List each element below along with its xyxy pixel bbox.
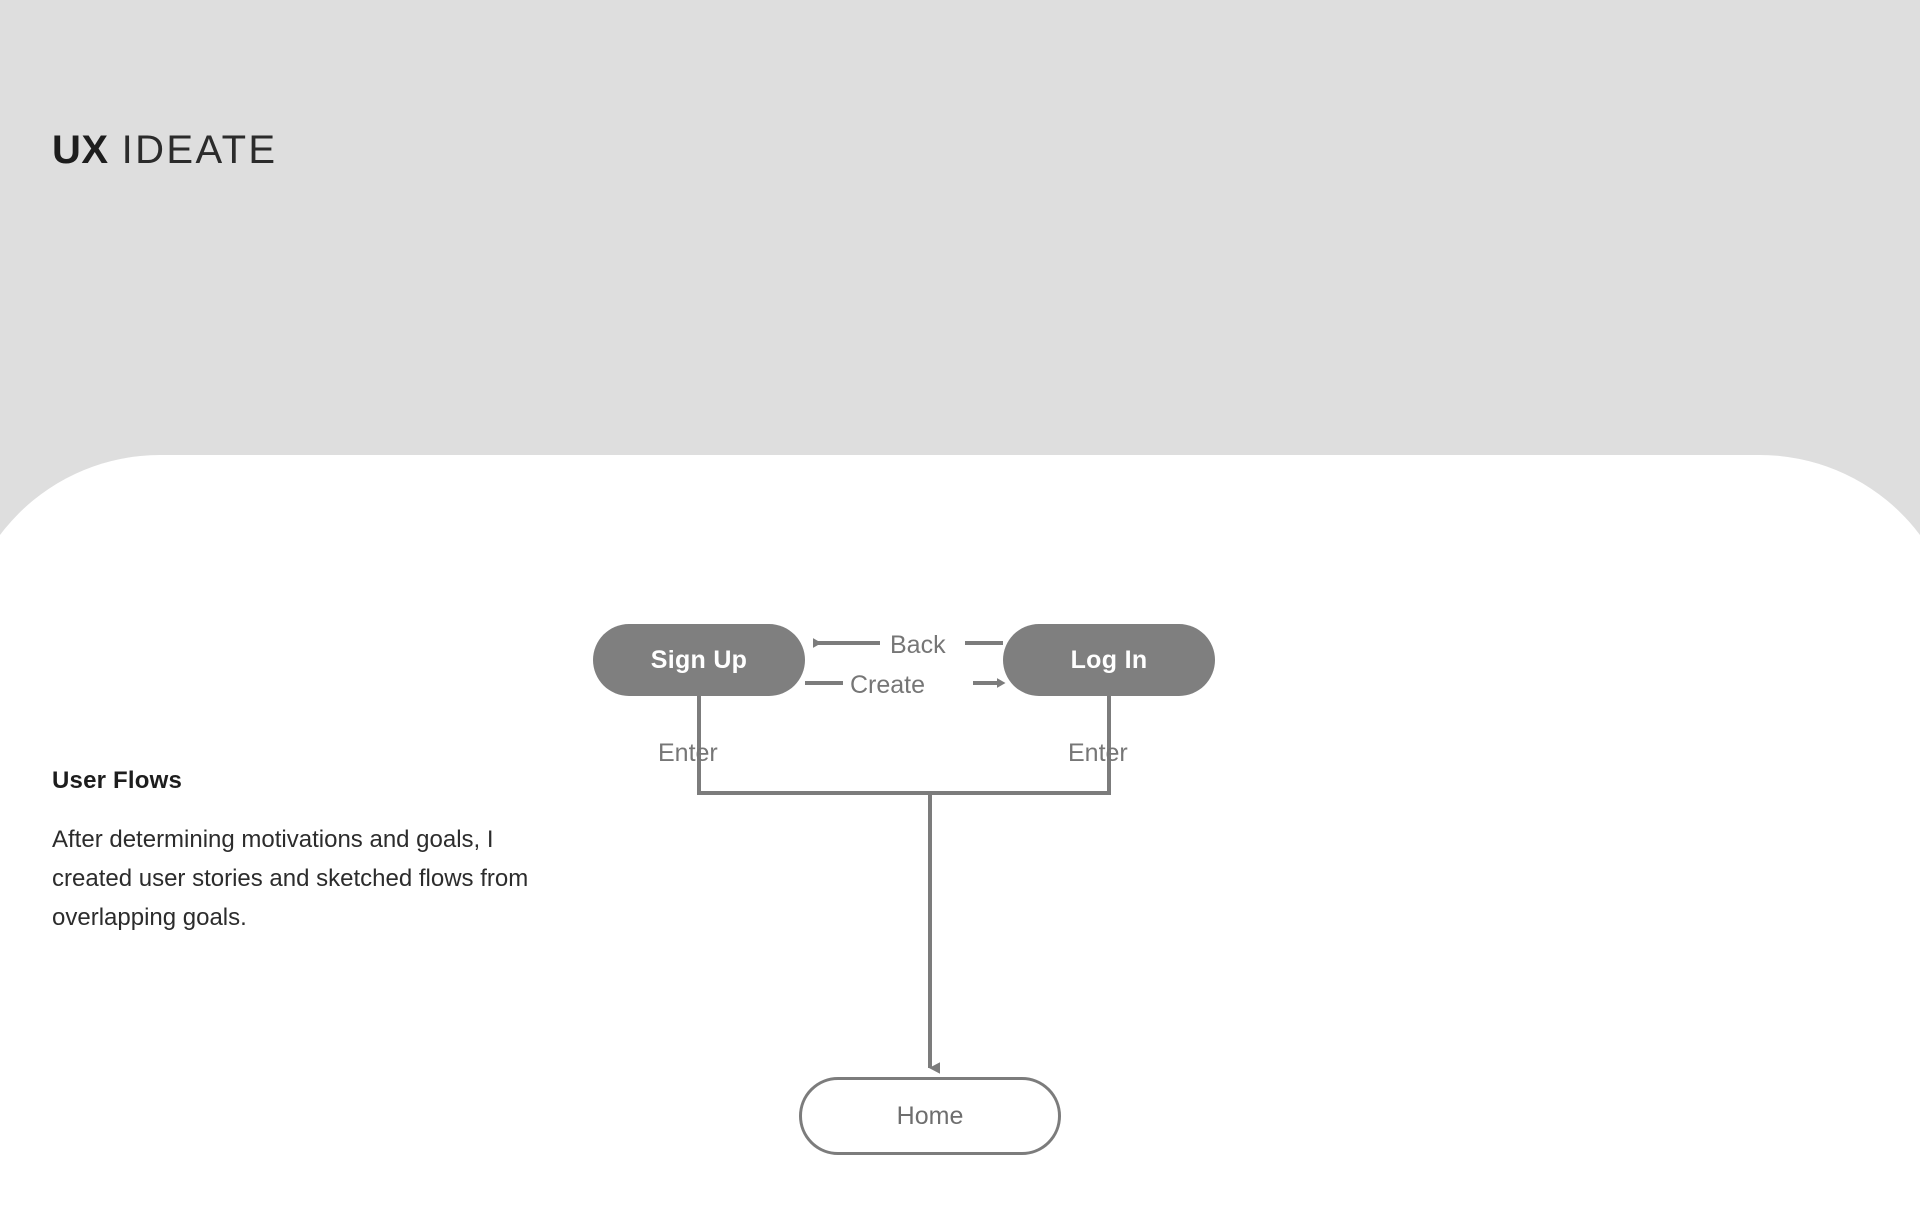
flow-connectors (697, 638, 1111, 1074)
flow-node-sign-up[interactable]: Sign Up (593, 624, 805, 696)
edge-label-enter-left: Enter (658, 739, 718, 767)
brand-name-bold: UX (52, 128, 109, 172)
flow-node-log-in[interactable]: Log In (1003, 624, 1215, 696)
flow-node-home[interactable]: Home (799, 1077, 1061, 1155)
brand-name-light: IDEATE (121, 128, 278, 172)
section-body: After determining motivations and goals,… (52, 826, 529, 931)
edge-label-create: Create (850, 671, 926, 699)
user-flow-diagram: Sign Up Log In Home Back Create Enter En… (585, 600, 1585, 1166)
page-header: UX IDEATE (52, 128, 277, 173)
edge-label-back: Back (890, 631, 946, 659)
text-column: User Flows After determining motivations… (52, 767, 532, 938)
section-title: User Flows (52, 767, 183, 794)
edge-label-enter-right: Enter (1068, 739, 1128, 767)
